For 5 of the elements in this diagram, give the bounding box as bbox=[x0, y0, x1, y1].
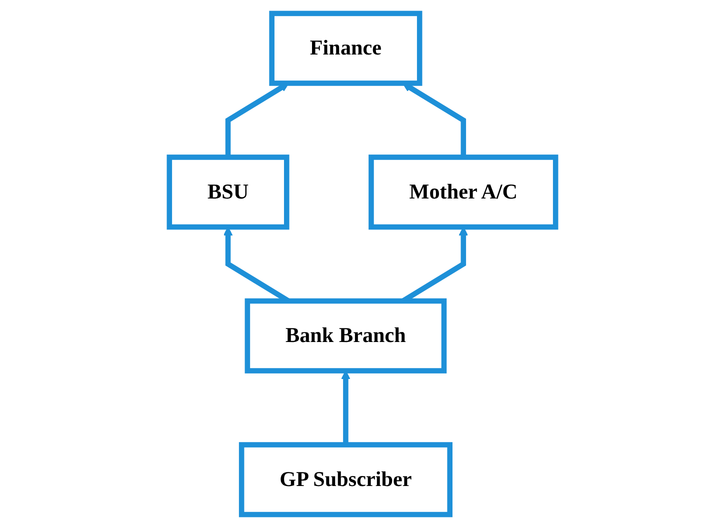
node-box: Bank Branch bbox=[244, 298, 447, 374]
node-box: Mother A/C bbox=[368, 154, 558, 230]
node-box: Finance bbox=[269, 10, 422, 86]
node-box: BSU bbox=[166, 154, 290, 230]
node-box: GP Subscriber bbox=[238, 442, 452, 518]
